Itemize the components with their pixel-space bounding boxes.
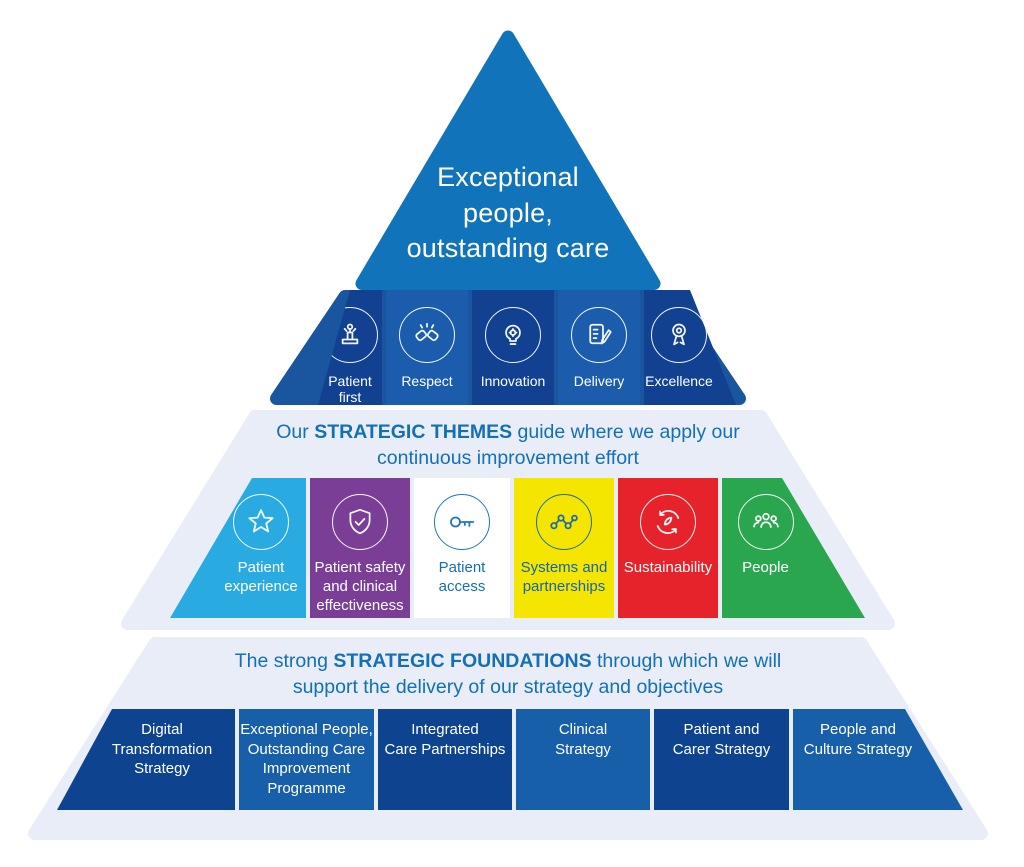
themes-heading: Our STRATEGIC THEMES guide where we appl…	[228, 419, 788, 472]
pyramid-title: Exceptional people, outstanding care	[388, 160, 628, 267]
theme-cell-sustainability: Sustainability	[618, 478, 718, 618]
pyramid-top-triangle	[355, 30, 661, 290]
value-cell-innovation: Innovation	[472, 290, 554, 405]
key-icon	[434, 494, 490, 550]
pyramid-title-line: people,	[463, 197, 553, 228]
value-label: Excellence	[645, 373, 713, 389]
lightbulb-gear-icon	[485, 307, 541, 363]
foundations-heading-line1: The strong STRATEGIC FOUNDATIONS through…	[234, 650, 782, 672]
fist-bump-icon	[399, 307, 455, 363]
network-icon	[536, 494, 592, 550]
themes-heading-line1: Our STRATEGIC THEMES guide where we appl…	[276, 421, 740, 443]
people-group-icon	[737, 494, 794, 550]
value-label: Respect	[401, 373, 453, 389]
star-icon	[233, 494, 289, 550]
pyramid-title-line: Exceptional	[437, 162, 579, 192]
pyramid-title-line: outstanding care	[406, 233, 610, 264]
value-cell-respect: Respect	[386, 290, 468, 405]
value-label: Patient first	[328, 373, 372, 406]
medal-icon	[651, 307, 707, 363]
foundations-heading: The strong STRATEGIC FOUNDATIONS through…	[178, 648, 838, 701]
value-cell-delivery: Delivery	[558, 290, 640, 405]
value-label: Innovation	[480, 373, 546, 389]
value-label: Delivery	[573, 373, 625, 389]
foundations-heading-line2: support the delivery of our strategy and…	[292, 676, 724, 699]
theme-label: People	[742, 559, 789, 576]
themes-heading-line2: continuous improvement effort	[377, 447, 639, 470]
shield-check-icon	[332, 494, 388, 550]
recycle-leaves-icon	[640, 494, 696, 550]
clipboard-pencil-icon	[571, 307, 627, 363]
theme-label: Sustainability	[623, 559, 713, 576]
